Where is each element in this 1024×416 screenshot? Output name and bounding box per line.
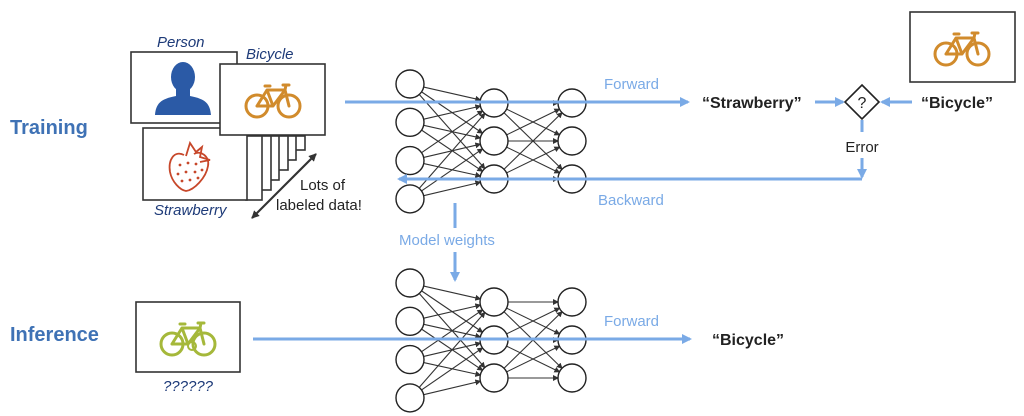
network-edge: [503, 112, 563, 170]
prediction-training: “Strawberry”: [702, 95, 802, 112]
bicycle-image-card: [219, 63, 326, 136]
data-volume-arrow: [251, 153, 317, 219]
error-label: Error: [845, 139, 878, 156]
strawberry-icon: [168, 140, 211, 192]
hidden-node: [479, 126, 509, 156]
hidden-node: [479, 363, 509, 393]
input-node: [395, 107, 425, 138]
network-edge: [418, 311, 486, 388]
forward-label-training: Forward: [604, 76, 659, 93]
section-title-training: Training: [10, 117, 88, 139]
output-node: [557, 363, 587, 393]
neural-network-training: [395, 69, 587, 214]
forward-label-inference: Forward: [604, 313, 659, 330]
network-edge: [418, 112, 486, 189]
data-note-line2: labeled data!: [276, 197, 362, 214]
input-node: [395, 306, 425, 336]
input-node: [395, 184, 425, 214]
model-weights-label: Model weights: [399, 232, 495, 249]
network-edge: [421, 309, 484, 353]
input-node: [395, 69, 425, 99]
person-silhouette-icon: [155, 62, 211, 115]
output-node: [557, 287, 587, 317]
compare-symbol: ?: [858, 95, 867, 112]
image-stack: [245, 135, 306, 201]
network-edge: [423, 379, 482, 396]
inference-bicycle-icon: [159, 321, 217, 357]
input-node: [395, 145, 425, 176]
hidden-node: [479, 287, 509, 317]
bicycle-label: Bicycle: [246, 46, 294, 63]
network-edge: [506, 108, 561, 136]
inference-input-label: ??????: [163, 378, 214, 395]
network-edge: [423, 303, 482, 319]
inference-image-card: [135, 301, 241, 373]
network-edge: [421, 110, 484, 154]
network-edge: [506, 307, 561, 335]
backward-label: Backward: [598, 192, 664, 209]
network-edge: [423, 285, 482, 301]
person-label: Person: [157, 34, 205, 51]
network-edge: [506, 345, 561, 373]
network-edge: [421, 347, 484, 391]
input-node: [395, 383, 425, 413]
ground-truth-label: “Bicycle”: [921, 95, 993, 112]
section-title-inference: Inference: [10, 324, 99, 346]
input-node: [395, 268, 425, 298]
data-note-line1: Lots of: [300, 177, 346, 194]
network-edge: [423, 180, 482, 197]
network-edge: [421, 148, 484, 192]
network-edge: [506, 146, 561, 174]
strawberry-label: Strawberry: [154, 202, 228, 219]
output-node: [557, 126, 587, 156]
input-node: [395, 344, 425, 375]
ground-truth-image-card: [909, 11, 1016, 83]
prediction-inference: “Bicycle”: [712, 332, 784, 349]
network-edge: [423, 86, 482, 102]
network-edge: [423, 104, 482, 120]
compare-diamond: [843, 83, 881, 121]
